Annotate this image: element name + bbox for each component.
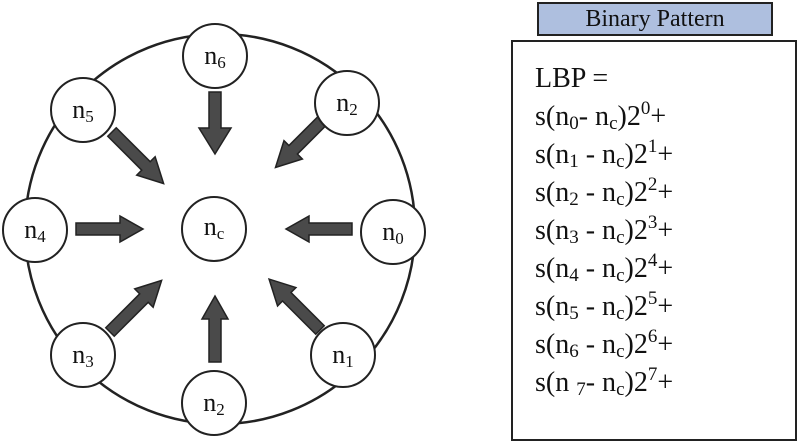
formula-term-7: s(n 7- nc)27+ — [535, 364, 674, 400]
node-n3: n3 — [50, 322, 116, 388]
formula-term-2: s(n2 - nc)22+ — [535, 174, 674, 210]
lbp-formula-panel: LBP = s(n0- nc)20+ s(n1 - nc)21+ s(n2 - … — [511, 40, 797, 441]
formula-term-1: s(n1 - nc)21+ — [535, 136, 674, 172]
arrow-from-n1 — [267, 277, 326, 336]
svg-text:n4: n4 — [24, 215, 46, 246]
arrow-from-n4 — [75, 214, 145, 244]
arrow-from-n0 — [284, 214, 353, 244]
node-n1: n1 — [310, 322, 376, 388]
formula-term-5: s(n5 - nc)25+ — [535, 288, 674, 324]
lbp-label: LBP = — [535, 63, 609, 94]
formula-term-3: s(n3 - nc)23+ — [535, 212, 674, 248]
arrow-from-n2-bottom — [200, 294, 230, 363]
node-n2-top: n2 — [314, 70, 380, 136]
node-center-nc: nc — [181, 196, 247, 262]
lbp-neighborhood-diagram: n6 n2 n0 n1 n2 n3 n4 n5 nc — [2, 23, 426, 436]
node-n5: n5 — [50, 77, 116, 143]
svg-text:n1: n1 — [332, 340, 354, 371]
formula-term-4: s(n4 - nc)24+ — [535, 250, 674, 286]
arrow-from-n5 — [106, 126, 165, 185]
node-n2-bottom: n2 — [181, 370, 247, 436]
node-n6: n6 — [182, 23, 248, 89]
svg-text:n5: n5 — [72, 95, 94, 126]
svg-text:n3: n3 — [72, 340, 94, 371]
node-n0: n0 — [360, 199, 426, 265]
binary-pattern-header: Binary Pattern — [537, 2, 773, 36]
svg-text:n2: n2 — [336, 88, 358, 119]
svg-text:n6: n6 — [204, 41, 226, 72]
arrow-from-n6 — [197, 91, 233, 156]
svg-text:n0: n0 — [382, 217, 404, 248]
svg-text:nc: nc — [204, 212, 225, 243]
arrow-from-n2-top — [274, 112, 331, 169]
formula-term-6: s(n6 - nc)26+ — [535, 326, 674, 362]
formula-term-0: s(n0- nc)20+ — [535, 98, 667, 134]
arrow-from-n3 — [104, 279, 163, 338]
svg-text:n2: n2 — [203, 388, 225, 419]
node-n4: n4 — [2, 197, 68, 263]
